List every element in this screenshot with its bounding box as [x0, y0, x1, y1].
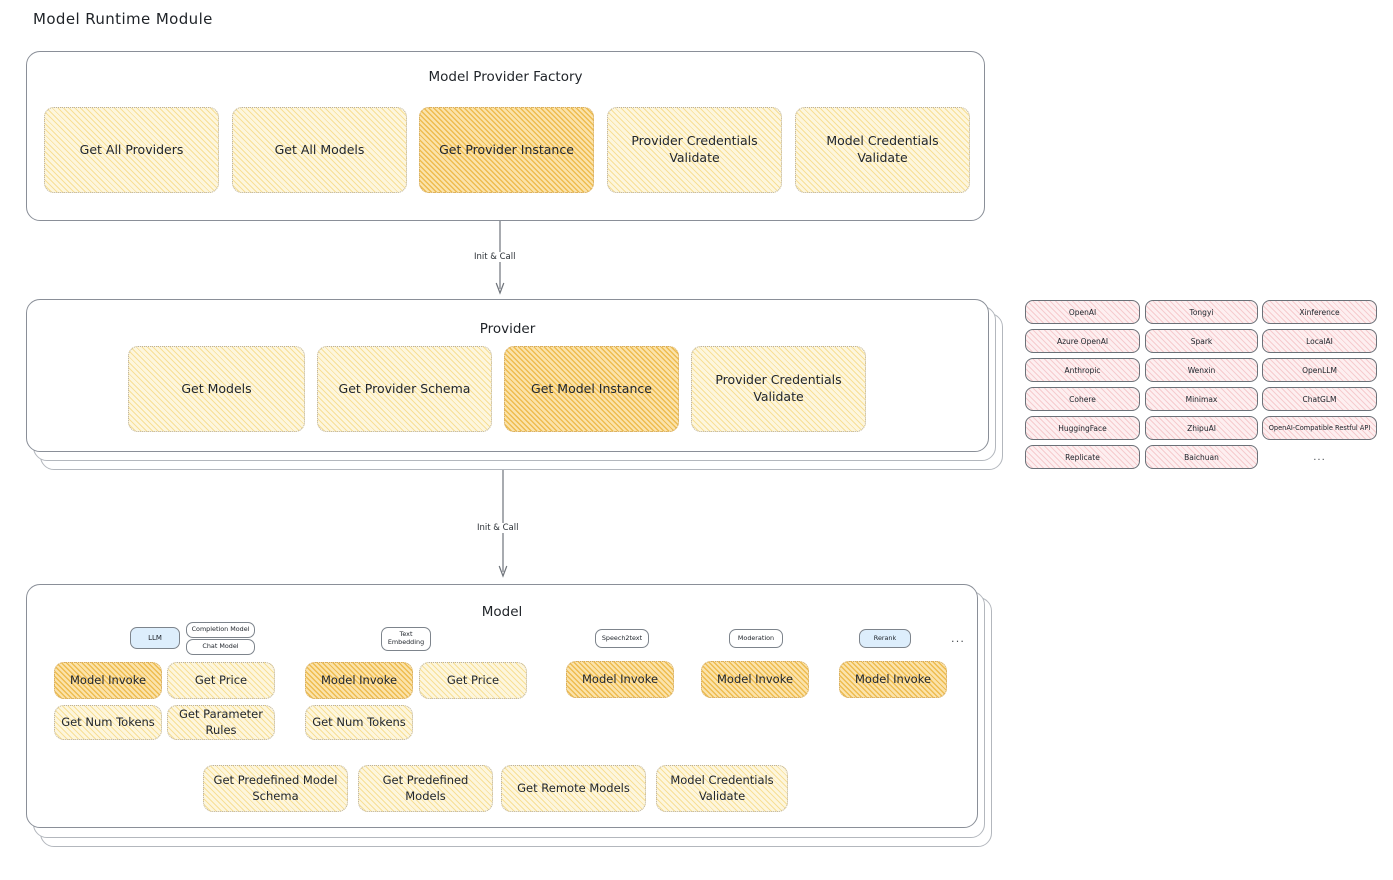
provider-chip-spark[interactable]: Spark: [1145, 329, 1258, 353]
provider-box-provider-credentials-validate[interactable]: Provider Credentials Validate: [691, 346, 866, 432]
model-rerank-box-model-invoke[interactable]: Model Invoke: [839, 661, 947, 698]
factory-box-get-all-providers[interactable]: Get All Providers: [44, 107, 219, 193]
provider-chip-localai[interactable]: LocalAI: [1262, 329, 1377, 353]
provider-box-get-provider-schema[interactable]: Get Provider Schema: [317, 346, 492, 432]
provider-chip-zhipuai[interactable]: ZhipuAI: [1145, 416, 1258, 440]
provider-box-get-model-instance[interactable]: Get Model Instance: [504, 346, 679, 432]
provider-chip-openai[interactable]: OpenAI: [1025, 300, 1140, 324]
model-llm-box-model-invoke[interactable]: Model Invoke: [54, 662, 162, 699]
arrow-label-init-call-2: Init & Call: [474, 523, 522, 533]
model-tag-llm[interactable]: LLM: [130, 627, 180, 649]
model-tag-speech2text[interactable]: Speech2text: [595, 629, 649, 648]
model-moderation-box-model-invoke[interactable]: Model Invoke: [701, 661, 809, 698]
provider-chip-azure-openai[interactable]: Azure OpenAI: [1025, 329, 1140, 353]
model-shared-box-get-predefined-models[interactable]: Get Predefined Models: [358, 765, 493, 812]
provider-chip-baichuan[interactable]: Baichuan: [1145, 445, 1258, 469]
provider-chip-anthropic[interactable]: Anthropic: [1025, 358, 1140, 382]
provider-chip-tongyi[interactable]: Tongyi: [1145, 300, 1258, 324]
provider-box-get-models[interactable]: Get Models: [128, 346, 305, 432]
model-tag-text-embedding[interactable]: Text Embedding: [381, 627, 431, 651]
provider-chip-huggingface[interactable]: HuggingFace: [1025, 416, 1140, 440]
provider-chip-xinference[interactable]: Xinference: [1262, 300, 1377, 324]
model-llm-box-get-parameter-rules[interactable]: Get Parameter Rules: [167, 705, 275, 740]
page-title: Model Runtime Module: [33, 10, 213, 28]
model-tag-rerank[interactable]: Rerank: [859, 629, 911, 648]
factory-box-get-all-models[interactable]: Get All Models: [232, 107, 407, 193]
provider-chip-wenxin[interactable]: Wenxin: [1145, 358, 1258, 382]
factory-title: Model Provider Factory: [428, 69, 583, 85]
model-subtag-completion-model[interactable]: Completion Model: [186, 622, 255, 638]
model-llm-box-get-price[interactable]: Get Price: [167, 662, 275, 699]
provider-title: Provider: [479, 321, 536, 337]
arrow-provider-to-model: [498, 470, 508, 578]
provider-list-ellipsis: ...: [1313, 452, 1326, 463]
provider-chip-chatglm[interactable]: ChatGLM: [1262, 387, 1377, 411]
provider-chip-openai-compatible-restful-api[interactable]: OpenAI-Compatible Restful API: [1262, 416, 1377, 440]
arrow-label-init-call-1: Init & Call: [471, 252, 519, 262]
model-title: Model: [481, 604, 523, 620]
provider-chip-cohere[interactable]: Cohere: [1025, 387, 1140, 411]
factory-box-get-provider-instance[interactable]: Get Provider Instance: [419, 107, 594, 193]
model-tag-moderation[interactable]: Moderation: [729, 629, 783, 648]
provider-chip-openllm[interactable]: OpenLLM: [1262, 358, 1377, 382]
model-shared-box-get-remote-models[interactable]: Get Remote Models: [501, 765, 646, 812]
model-shared-box-get-predefined-model-schema[interactable]: Get Predefined Model Schema: [203, 765, 348, 812]
model-speech2text-box-model-invoke[interactable]: Model Invoke: [566, 661, 674, 698]
provider-chip-minimax[interactable]: Minimax: [1145, 387, 1258, 411]
model-shared-box-model-credentials-validate[interactable]: Model Credentials Validate: [656, 765, 788, 812]
model-text-embedding-box-model-invoke[interactable]: Model Invoke: [305, 662, 413, 699]
model-text-embedding-box-get-num-tokens[interactable]: Get Num Tokens: [305, 705, 413, 740]
factory-box-model-credentials-validate[interactable]: Model Credentials Validate: [795, 107, 970, 193]
provider-chip-replicate[interactable]: Replicate: [1025, 445, 1140, 469]
factory-box-provider-credentials-validate[interactable]: Provider Credentials Validate: [607, 107, 782, 193]
model-subtag-chat-model[interactable]: Chat Model: [186, 639, 255, 655]
model-groups-ellipsis: ...: [951, 632, 966, 645]
model-llm-box-get-num-tokens[interactable]: Get Num Tokens: [54, 705, 162, 740]
model-text-embedding-box-get-price[interactable]: Get Price: [419, 662, 527, 699]
